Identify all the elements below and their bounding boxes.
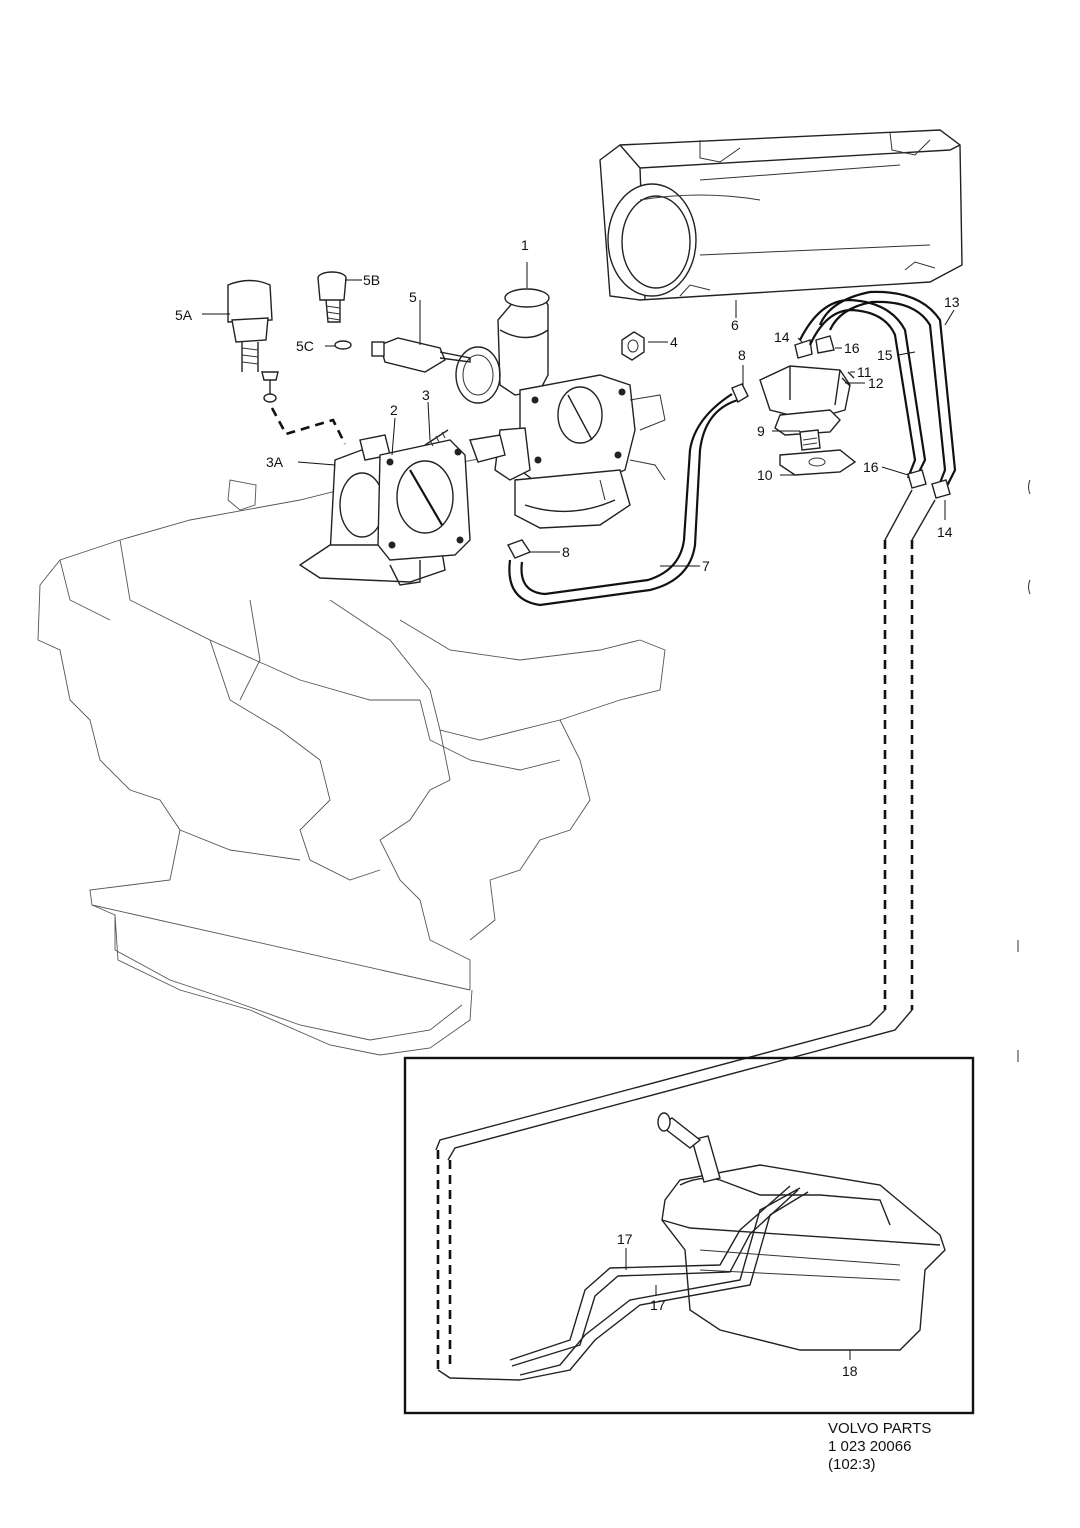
label-5c: 5C	[296, 338, 314, 354]
label-2: 2	[390, 402, 398, 418]
stud	[424, 429, 449, 447]
dashed-connector-5a	[270, 407, 347, 445]
label-15: 15	[877, 347, 893, 363]
label-14-lower: 14	[937, 524, 953, 540]
label-10: 10	[757, 467, 773, 483]
label-13: 13	[944, 294, 960, 310]
parts-footer: VOLVO PARTS 1 023 20066 (102:3)	[828, 1420, 931, 1473]
label-8-lower: 8	[562, 544, 570, 560]
part-labels: 1 2 3 3A 4 5 5A 5B 5C 6 7 8 8 9 10 11 12…	[175, 237, 960, 1379]
fuel-hose	[508, 393, 739, 607]
label-8-upper: 8	[738, 347, 746, 363]
label-5b: 5B	[363, 272, 380, 288]
hose-clamps-lower	[907, 469, 951, 499]
fuel-tank	[657, 1112, 946, 1351]
footer-brand: VOLVO PARTS	[828, 1420, 931, 1437]
footer-ref: (102:3)	[828, 1456, 876, 1473]
label-6: 6	[731, 317, 739, 333]
label-11: 11	[857, 364, 872, 380]
label-5a: 5A	[175, 307, 193, 323]
idle-solenoid	[371, 337, 471, 373]
label-3: 3	[422, 387, 430, 403]
label-18: 18	[842, 1363, 858, 1379]
washer	[334, 340, 352, 350]
fuel-pump	[759, 335, 857, 476]
intake-manifold	[298, 434, 471, 586]
fuel-lines-long	[435, 489, 936, 1381]
air-cleaner	[599, 129, 963, 301]
carburettor	[455, 288, 666, 529]
label-7: 7	[702, 558, 710, 574]
adjusting-screw	[317, 271, 347, 323]
fuel-hoses-upper	[799, 290, 957, 491]
label-3a: 3A	[266, 454, 284, 470]
label-17-upper: 17	[617, 1231, 633, 1247]
label-16-lower: 16	[863, 459, 879, 475]
label-5: 5	[409, 289, 417, 305]
label-17-lower: 17	[650, 1297, 666, 1313]
hose-clamp	[506, 383, 749, 559]
label-14-upper: 14	[774, 329, 790, 345]
label-16-upper: 16	[844, 340, 860, 356]
footer-number: 1 023 20066	[828, 1438, 911, 1455]
edge-marks	[1017, 479, 1031, 1062]
temperature-switch	[227, 279, 279, 403]
engine-block-outline	[37, 454, 666, 1056]
label-12: 12	[868, 375, 884, 391]
label-4: 4	[670, 334, 678, 350]
leader-lines	[202, 262, 955, 1360]
label-9: 9	[757, 423, 765, 439]
label-1: 1	[521, 237, 529, 253]
inset-frame	[403, 1056, 975, 1415]
nut	[621, 331, 645, 361]
tank-fuel-lines	[509, 1185, 809, 1381]
